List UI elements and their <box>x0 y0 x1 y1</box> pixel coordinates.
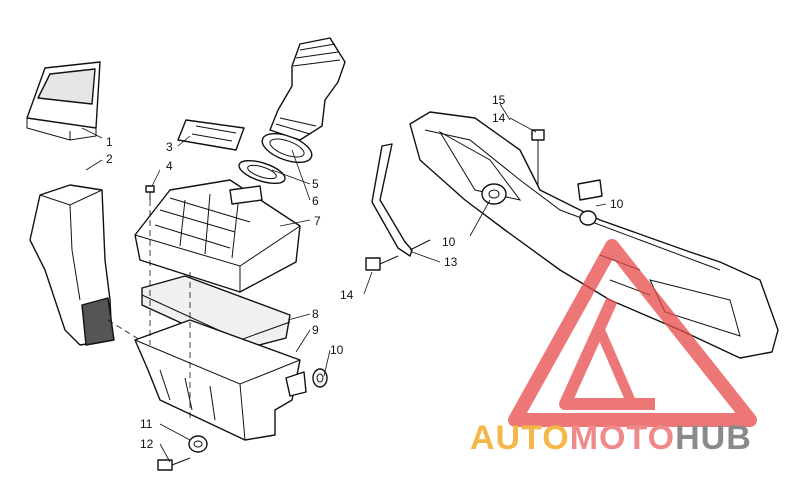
callout-10-right: 10 <box>610 197 624 211</box>
watermark-hub: HUB <box>675 419 752 457</box>
grommet-right <box>577 179 603 226</box>
flange-gasket <box>238 159 286 185</box>
callout-13: 13 <box>444 255 458 269</box>
callout-8: 8 <box>312 307 319 321</box>
callout-10-left: 10 <box>330 343 344 357</box>
grommet-left <box>312 368 328 388</box>
mounting-bolt <box>157 457 191 471</box>
callout-3: 3 <box>166 140 173 154</box>
callout-6: 6 <box>312 194 319 208</box>
small-screw <box>145 185 155 200</box>
callout-12: 12 <box>140 437 154 451</box>
callout-1: 1 <box>106 135 113 149</box>
decal-label <box>177 119 245 151</box>
intake-screen-cover <box>26 61 101 141</box>
callout-5: 5 <box>312 177 319 191</box>
airbox-lid <box>134 179 301 293</box>
alignment-line <box>107 319 141 341</box>
support-rod <box>371 143 431 257</box>
callout-9: 9 <box>312 323 319 337</box>
watermark-auto: AUTO <box>470 419 570 457</box>
callout-15: 15 <box>492 93 506 107</box>
rail-grommet <box>481 183 507 205</box>
intake-duct <box>29 184 115 346</box>
leader-lines <box>81 103 607 463</box>
frame-rail <box>409 111 779 359</box>
watermark-moto: MOTO <box>569 419 676 457</box>
watermark-wordmark: AUTOMOTOHUB <box>470 418 800 458</box>
callout-2: 2 <box>106 152 113 166</box>
callout-14-upper: 14 <box>492 111 506 125</box>
callout-labels: 1 2 3 4 5 6 7 8 9 10 11 12 15 14 10 10 1… <box>106 93 624 451</box>
rubber-bushing <box>188 435 208 453</box>
rail-bolt-upper <box>531 129 545 185</box>
watermark-triangle-logo <box>508 239 757 427</box>
intake-boot-hose <box>269 37 346 141</box>
callout-14-lower: 14 <box>340 288 354 302</box>
callout-7: 7 <box>314 214 321 228</box>
callout-4: 4 <box>166 159 173 173</box>
callout-10-center: 10 <box>442 235 456 249</box>
airbox-base <box>134 319 307 441</box>
rail-bolt-lower <box>365 255 399 271</box>
callout-11: 11 <box>140 417 153 431</box>
